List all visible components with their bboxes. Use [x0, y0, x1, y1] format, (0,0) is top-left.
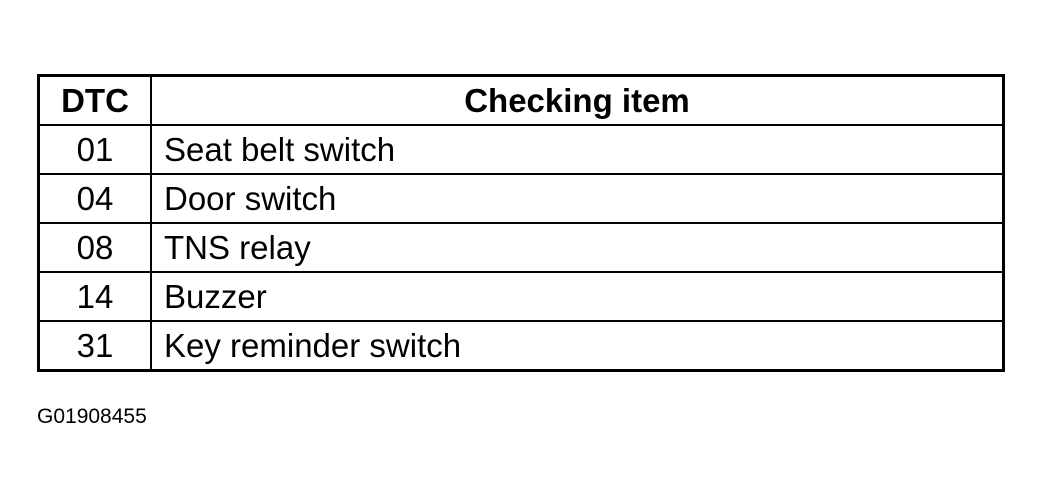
- header-checking-item: Checking item: [150, 74, 1005, 126]
- header-dtc: DTC: [37, 74, 152, 126]
- checking-item: TNS relay: [150, 222, 1005, 273]
- table-row: 01 Seat belt switch: [37, 124, 1005, 175]
- figure-id: G01908455: [37, 405, 147, 428]
- dtc-code: 08: [37, 222, 152, 273]
- dtc-code: 31: [37, 320, 152, 372]
- table-row: 08 TNS relay: [37, 222, 1005, 273]
- checking-item: Seat belt switch: [150, 124, 1005, 175]
- checking-item: Buzzer: [150, 271, 1005, 322]
- dtc-code: 01: [37, 124, 152, 175]
- table-body: 01 Seat belt switch 04 Door switch 08 TN…: [37, 124, 1005, 372]
- table-header: DTC Checking item: [37, 74, 1005, 126]
- table-row: 31 Key reminder switch: [37, 320, 1005, 372]
- checking-item: Key reminder switch: [150, 320, 1005, 372]
- dtc-table: DTC Checking item 01 Seat belt switch 04…: [37, 74, 1005, 372]
- table-row: 14 Buzzer: [37, 271, 1005, 322]
- table-row: 04 Door switch: [37, 173, 1005, 224]
- checking-item: Door switch: [150, 173, 1005, 224]
- header-row: DTC Checking item: [37, 74, 1005, 126]
- dtc-code: 04: [37, 173, 152, 224]
- dtc-code: 14: [37, 271, 152, 322]
